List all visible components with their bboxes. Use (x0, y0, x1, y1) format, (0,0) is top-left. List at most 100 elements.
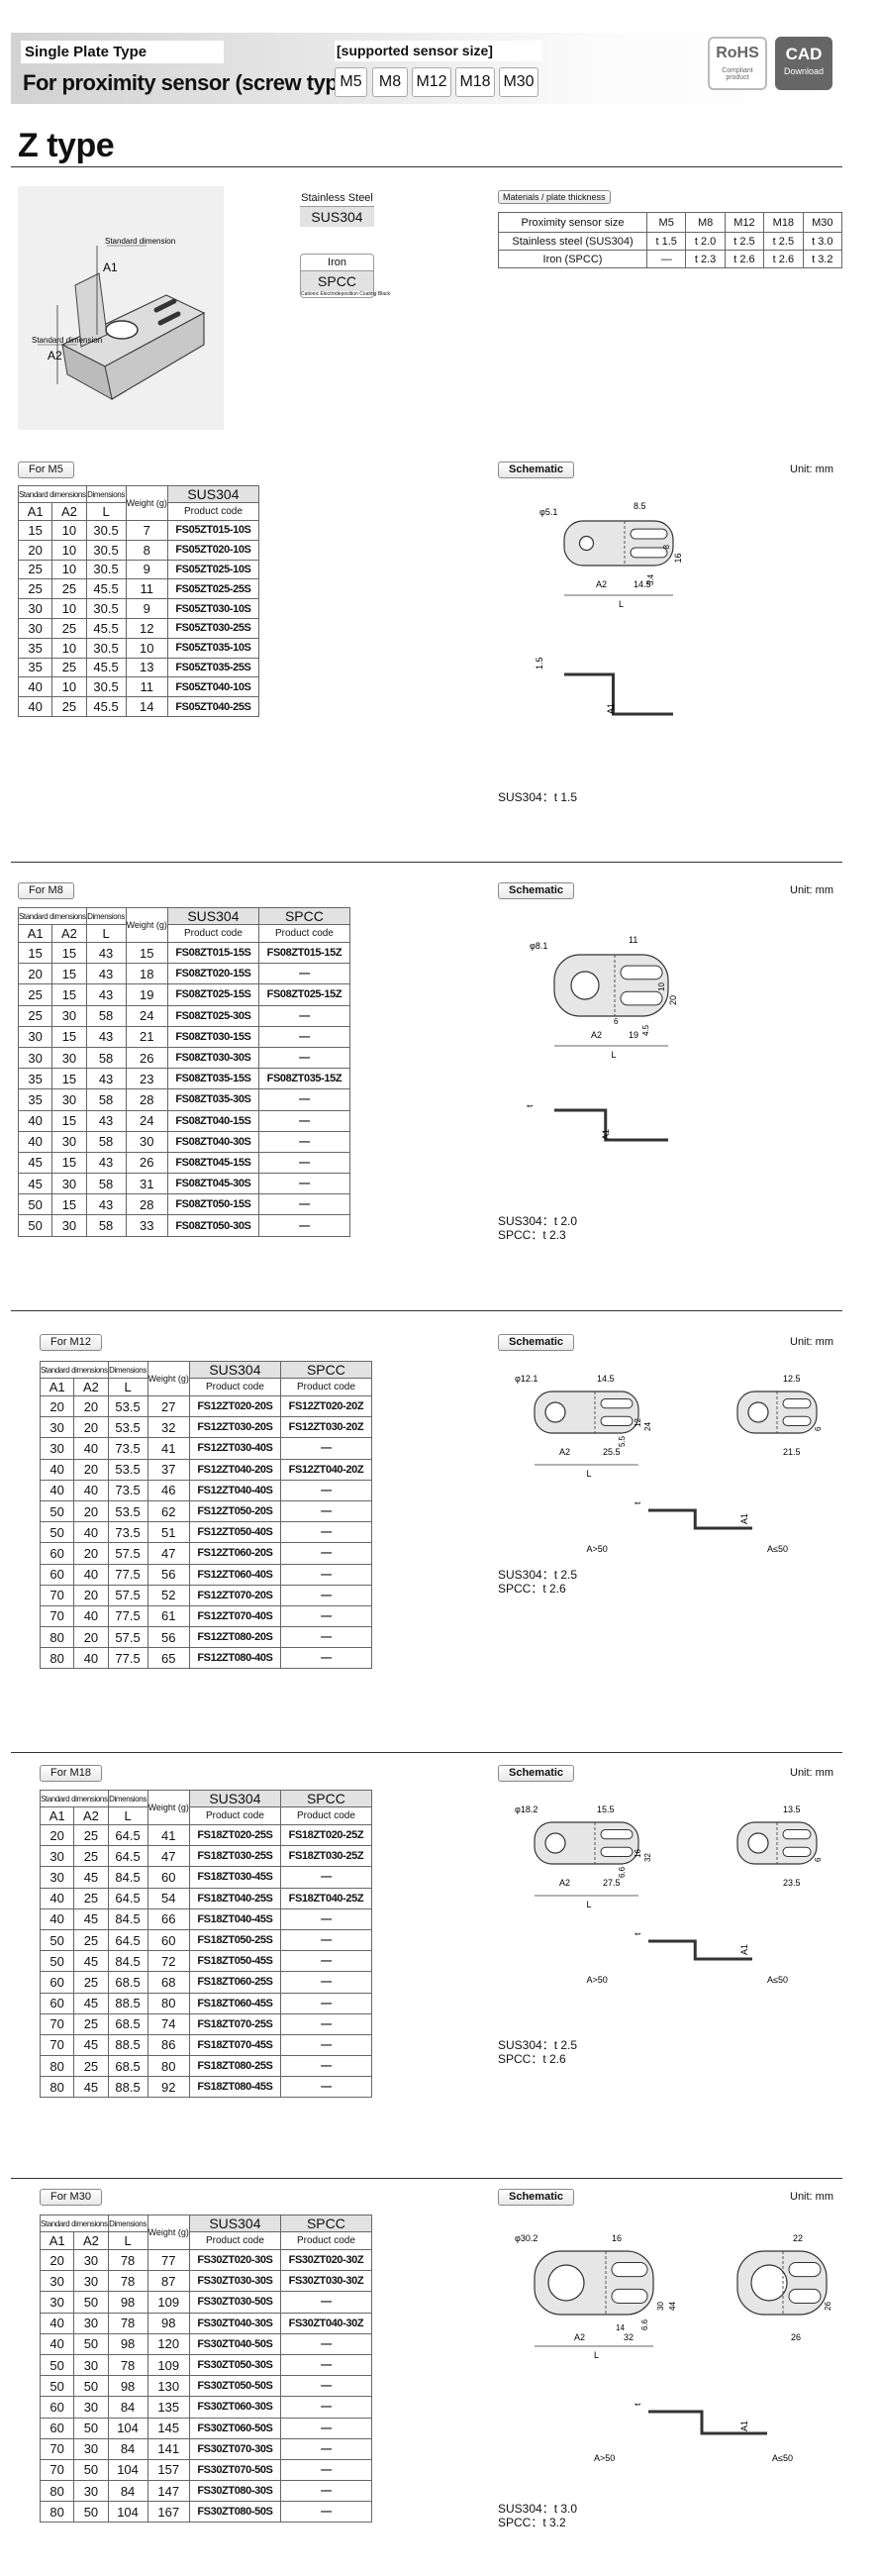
svg-text:10: 10 (657, 982, 666, 991)
svg-text:16: 16 (673, 553, 683, 563)
mount-hole (547, 2264, 585, 2302)
svg-text:φ18.2: φ18.2 (515, 1804, 537, 1814)
product-code-header: Product code (257, 924, 350, 943)
mount-hole (750, 2264, 788, 2302)
svg-text:A2: A2 (574, 2332, 585, 2342)
svg-text:11: 11 (629, 935, 637, 945)
schematic-tag-m12: Schematic (498, 1334, 575, 1351)
std-dim-header: Standard dimensions (40, 1790, 109, 1807)
variant-caption-small: A≤50 (767, 1975, 788, 1985)
slot-hole (611, 2288, 648, 2304)
thickness-header-m12: M12 (724, 212, 765, 233)
unit-label-m5: Unit: mm (790, 464, 833, 475)
plate-thickness-note: SUS304：t 2.0 (498, 1214, 578, 1228)
material-iron: Iron SPCC Cationic Electrodeposition Coa… (300, 254, 390, 298)
svg-text:20: 20 (668, 995, 678, 1005)
svg-text:24: 24 (643, 1422, 652, 1431)
spcc-header: SPCC (257, 907, 350, 925)
size-chip-m12: M12 (412, 67, 451, 97)
section-divider (11, 2178, 842, 2179)
svg-text:3.4: 3.4 (646, 573, 655, 585)
sus304-header: SUS304 (188, 1790, 281, 1807)
mount-hole (544, 1832, 566, 1854)
svg-text:φ5.1: φ5.1 (539, 507, 557, 517)
bend-profile (564, 672, 673, 716)
variant-caption-small: A≤50 (767, 1544, 788, 1554)
material-stainless: Stainless Steel SUS304 (300, 192, 374, 227)
schematic-tag-m18: Schematic (498, 1765, 575, 1782)
plate-thickness-note: SUS304：t 2.5 (498, 2038, 578, 2052)
cad-download-button[interactable]: CAD Download (775, 37, 832, 90)
a2-header: A2 (73, 1806, 109, 1825)
slot-hole (788, 2262, 822, 2278)
slot-hole (630, 528, 668, 540)
header-title: For proximity sensor (screw type) (23, 70, 356, 95)
plate-thickness-note: SPCC：t 2.6 (498, 1582, 566, 1596)
svg-text:30: 30 (656, 2302, 665, 2311)
svg-text:16: 16 (634, 1849, 642, 1858)
l-header: L (107, 1806, 148, 1825)
dims-header: Dimensions (107, 2215, 148, 2232)
dims-header: Dimensions (85, 485, 127, 503)
product-code-header: Product code (188, 1378, 281, 1396)
variant-caption-large: A>50 (587, 1544, 608, 1554)
slot-hole (600, 1829, 634, 1840)
bracket-illustration: Standard dimension A1 Standard dimension… (32, 237, 206, 400)
bend-profile (648, 2410, 767, 2435)
svg-text:13.5: 13.5 (783, 1804, 801, 1814)
plate-thickness-note: SPCC：t 2.6 (498, 2052, 566, 2066)
svg-text:23.5: 23.5 (783, 1878, 801, 1888)
svg-text:4.5: 4.5 (641, 1024, 650, 1036)
unit-label-m12: Unit: mm (790, 1336, 833, 1348)
a1-header: A1 (39, 1378, 75, 1396)
svg-text:32: 32 (643, 1853, 652, 1862)
mount-hole (747, 1832, 769, 1854)
svg-text:26: 26 (791, 2332, 801, 2342)
variant-caption-small: A≤50 (772, 2453, 793, 2463)
size-chip-m30: M30 (499, 67, 538, 97)
a1-header: A1 (17, 924, 53, 943)
section-divider (11, 1752, 842, 1753)
section-tag-m18: For M18 (40, 1765, 102, 1782)
svg-text:6: 6 (814, 1426, 823, 1431)
sus304-header: SUS304 (188, 1361, 281, 1379)
l-header: L (107, 2231, 148, 2250)
section-tag-m30: For M30 (40, 2189, 102, 2206)
size-chip-m8: M8 (372, 67, 408, 97)
slot-hole (620, 965, 663, 980)
svg-text:t: t (633, 1501, 642, 1504)
